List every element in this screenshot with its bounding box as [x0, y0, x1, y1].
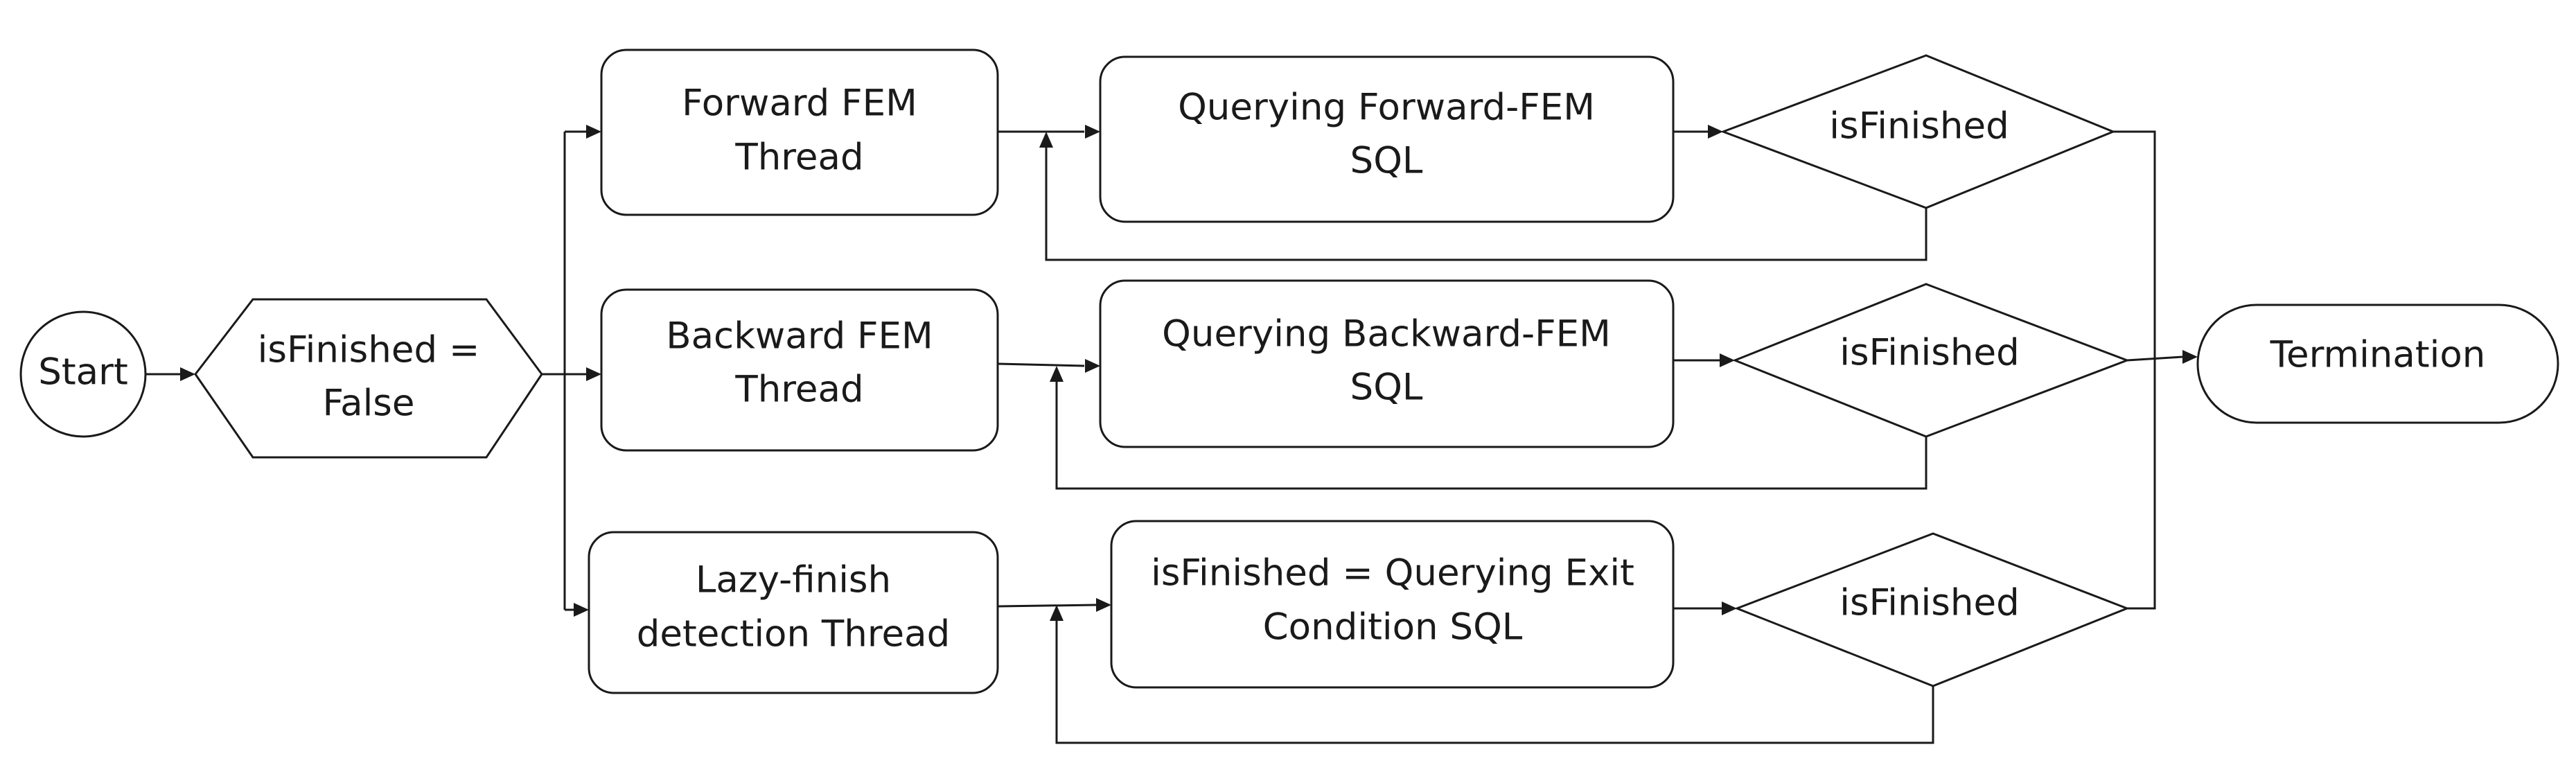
start-node: Start	[19, 310, 147, 438]
exit-check-node: isFinished	[1733, 532, 2131, 687]
edge-forward-check-exit	[2113, 130, 2156, 357]
init-label-line1: isFinished =	[258, 329, 480, 371]
backward-thread-node: Backward FEM Thread	[600, 288, 999, 452]
init-node: isFinished = False	[194, 298, 543, 459]
edge-backward-check-loop	[1055, 381, 1927, 490]
arrowhead	[586, 367, 601, 381]
arrowhead	[1085, 359, 1100, 373]
termination-label: Termination	[2270, 334, 2486, 376]
connectors	[145, 125, 2198, 744]
arrowhead	[1050, 366, 1064, 382]
exit-check-label: isFinished	[1840, 582, 2019, 624]
termination-node: Termination	[2196, 304, 2559, 424]
arrowhead	[1708, 125, 1723, 139]
backward-check-label: isFinished	[1840, 332, 2019, 374]
arrowhead	[180, 367, 195, 381]
arrowhead	[1096, 598, 1111, 612]
backward-query-label-line2: SQL	[1350, 367, 1423, 409]
arrowhead	[1085, 125, 1100, 139]
backward-query-node: Querying Backward-FEM SQL	[1099, 279, 1675, 448]
backward-thread-label-line1: Backward FEM	[666, 315, 933, 358]
forward-check-node: isFinished	[1720, 54, 2116, 209]
arrowhead	[1722, 601, 1737, 615]
arrowhead	[1720, 353, 1735, 367]
forward-thread-label-line1: Forward FEM	[682, 82, 917, 125]
edge-exit-check-exit	[2127, 357, 2156, 610]
start-label: Start	[38, 351, 127, 394]
edge-exit-check-loop	[1055, 620, 1934, 744]
exit-query-label-line1: isFinished = Querying Exit	[1151, 552, 1634, 595]
exit-query-node: isFinished = Querying Exit Condition SQL	[1110, 520, 1675, 689]
backward-thread-label-line2: Thread	[734, 369, 863, 411]
exit-query-label-line2: Condition SQL	[1263, 606, 1523, 649]
edge-forward-check-loop	[1045, 147, 1927, 261]
edge-backward-thread-to-query	[997, 362, 1085, 367]
arrowhead	[1050, 605, 1064, 621]
lazy-thread-label-line2: detection Thread	[637, 613, 950, 656]
forward-thread-label-line2: Thread	[734, 137, 863, 179]
forward-check-label: isFinished	[1829, 105, 2009, 148]
arrowhead	[574, 603, 589, 617]
lazy-thread-node: Lazy-finish detection Thread	[588, 531, 999, 694]
lazy-thread-label-line1: Lazy-finish	[696, 559, 891, 601]
init-label-line2: False	[322, 382, 414, 425]
forward-query-node: Querying Forward-FEM SQL	[1099, 55, 1675, 223]
forward-query-label-line2: SQL	[1350, 140, 1423, 182]
backward-query-label-line1: Querying Backward-FEM	[1162, 313, 1611, 355]
forward-query-label-line1: Querying Forward-FEM	[1178, 87, 1595, 129]
edge-lazy-thread-to-query	[997, 604, 1097, 608]
backward-check-node: isFinished	[1731, 283, 2131, 438]
arrowhead	[586, 125, 601, 139]
forward-thread-node: Forward FEM Thread	[600, 49, 999, 216]
arrowhead	[1039, 132, 1053, 148]
arrowhead	[2182, 350, 2198, 364]
